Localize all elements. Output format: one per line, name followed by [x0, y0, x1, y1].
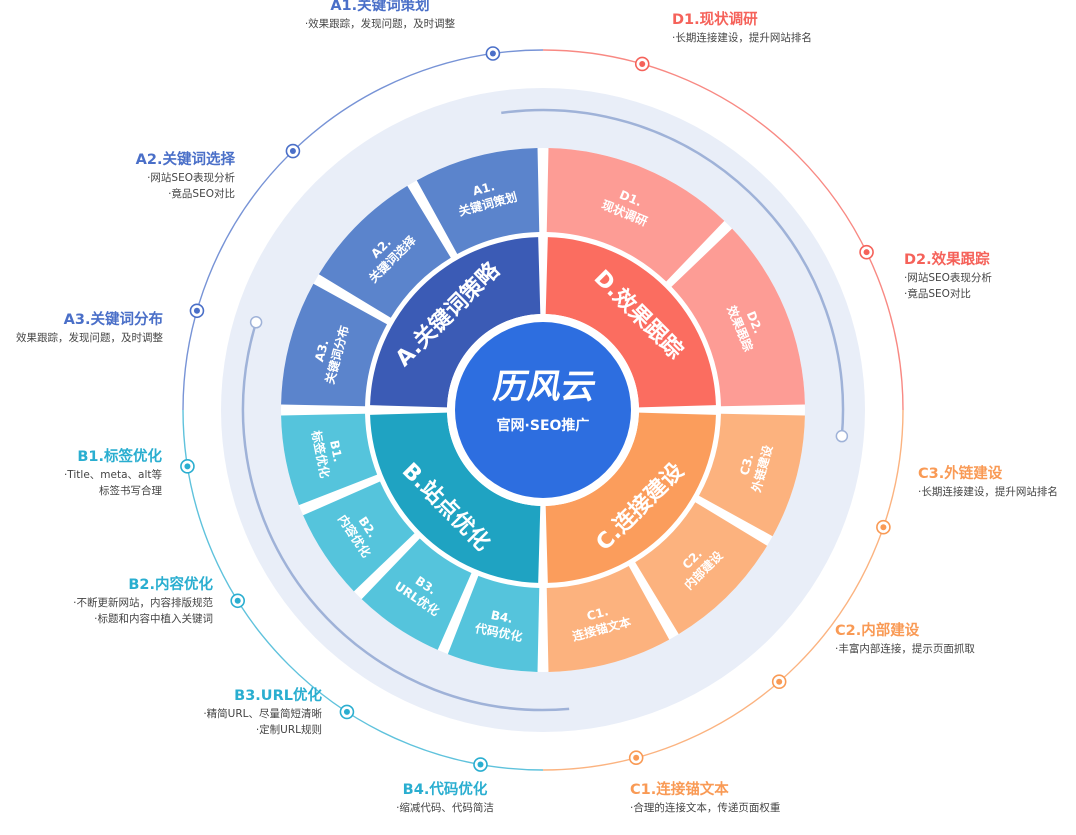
segment-B3	[361, 538, 472, 650]
segment-A3-line1: A3.	[312, 338, 331, 363]
inner-arc-marker	[835, 429, 849, 443]
marker-dot-B4	[477, 761, 484, 768]
label-A2-line1: ·网站SEO表现分析	[147, 172, 235, 184]
label-B2-line2: ·标题和内容中植入关键词	[94, 613, 213, 625]
label-B2-line1: ·不断更新网站，内容排版规范	[73, 597, 213, 609]
label-D1-line1: ·长期连接建设，提升网站排名	[672, 32, 812, 44]
center-subtitle: 官网·SEO推广	[497, 417, 590, 434]
label-B2-title: B2.内容优化	[128, 577, 213, 593]
marker-dot-D1	[639, 60, 646, 67]
segment-B4-line1: B4.	[490, 608, 514, 626]
label-C3-line1: ·长期连接建设，提升网站排名	[918, 486, 1058, 498]
marker-dot-C2	[776, 678, 783, 685]
quadrant-C	[545, 412, 716, 583]
label-C3: C3.外链建设 ·长期连接建设，提升网站排名	[918, 464, 1074, 500]
label-C3-title: C3.外链建设	[918, 466, 1003, 482]
label-D2: D2.效果跟踪 ·网站SEO表现分析 ·竟品SEO对比	[904, 250, 1064, 302]
label-A3-title: A3.关键词分布	[63, 312, 163, 328]
segment-D2	[671, 228, 805, 407]
marker-dot-C3	[880, 524, 887, 531]
quadrant-D	[545, 237, 716, 408]
label-D1: D1.现状调研 ·长期连接建设，提升网站排名	[672, 10, 872, 46]
marker-dot-C1	[633, 754, 640, 761]
segment-D1	[546, 148, 725, 282]
label-D2-line1: ·网站SEO表现分析	[904, 272, 992, 284]
segment-B1-line1: B1.	[327, 439, 345, 463]
segment-C2	[635, 502, 768, 635]
label-A3: A3.关键词分布 效果跟踪，发现问题，及时调整	[0, 310, 163, 346]
outer-orbit-arcs	[182, 49, 904, 771]
marker-dot-B3	[343, 708, 350, 715]
marker-dot-A1	[489, 50, 496, 57]
center-disc	[455, 322, 631, 498]
inner-orbit-arcs	[241, 108, 849, 712]
label-B3-title: B3.URL优化	[234, 688, 322, 704]
quadrant-B	[370, 412, 541, 583]
segment-B1	[281, 413, 378, 506]
label-B3: B3.URL优化 ·精简URL、尽量简短清晰 ·定制URL规则	[120, 686, 322, 738]
segment-A2	[318, 185, 451, 318]
marker-dot-A3	[193, 307, 200, 314]
label-B3-line1: ·精简URL、尽量简短清晰	[203, 708, 322, 720]
marker-dot-B2	[234, 597, 241, 604]
outer-arc	[542, 49, 904, 411]
marker-dot-B1	[184, 463, 191, 470]
label-B1-line1: ·Title、meta、alt等	[63, 469, 162, 481]
label-B2: B2.内容优化 ·不断更新网站，内容排版规范 ·标题和内容中植入关键词	[10, 575, 213, 627]
label-A1-line1: ·效果跟踪，发现问题，及时调整	[304, 18, 456, 30]
label-C1: C1.连接锚文本 ·合理的连接文本，传递页面权重	[630, 780, 860, 816]
segment-C3-line1: C3.	[737, 452, 756, 477]
label-A2: A2.关键词选择 ·网站SEO表现分析 ·竟品SEO对比	[60, 150, 235, 202]
inner-arc-right	[501, 108, 845, 437]
label-D2-line2: ·竟品SEO对比	[904, 288, 971, 300]
label-C1-title: C1.连接锚文本	[630, 782, 729, 798]
inner-arc-marker	[249, 316, 263, 329]
segment-ring: A1.关键词策划A2.关键词选择A3.关键词分布D1.现状调研D2.效果跟踪C3…	[281, 148, 805, 672]
orbit-markers	[180, 46, 891, 772]
label-A2-title: A2.关键词选择	[135, 152, 235, 168]
marker-dot-A2	[289, 148, 296, 155]
label-B3-line2: ·定制URL规则	[255, 724, 322, 736]
quadrant-A	[370, 237, 541, 408]
segment-C1	[546, 565, 670, 672]
segment-B2	[303, 481, 415, 592]
label-A1: A1.关键词策划 ·效果跟踪，发现问题，及时调整	[280, 0, 480, 32]
label-D2-title: D2.效果跟踪	[904, 252, 990, 268]
segment-B4	[447, 575, 540, 672]
label-C1-line1: ·合理的连接文本，传递页面权重	[630, 802, 781, 814]
label-B1-title: B1.标签优化	[77, 449, 162, 465]
label-C2: C2.内部建设 ·丰富内部连接，提示页面抓取	[835, 621, 1055, 657]
label-A3-line1: 效果跟踪，发现问题，及时调整	[16, 332, 163, 344]
label-B1: B1.标签优化 ·Title、meta、alt等 标签书写合理	[0, 447, 162, 499]
label-C2-line1: ·丰富内部连接，提示页面抓取	[835, 643, 975, 655]
inner-arc-left	[241, 321, 570, 712]
outer-arc	[182, 409, 544, 771]
segment-A1-line1: A1.	[471, 179, 496, 198]
label-A2-line2: ·竟品SEO对比	[168, 188, 235, 200]
label-B4-line1: ·缩减代码、代码简洁	[396, 802, 494, 814]
segment-C3	[698, 413, 805, 537]
outer-arc	[542, 409, 904, 771]
label-B1-line2: 标签书写合理	[99, 485, 162, 497]
label-C2-title: C2.内部建设	[835, 623, 920, 639]
label-D1-title: D1.现状调研	[672, 12, 758, 28]
label-B4-title: B4.代码优化	[402, 782, 488, 798]
segment-C1-line1: C1.	[585, 604, 610, 623]
center-title: 历风云	[490, 367, 599, 407]
label-B4: B4.代码优化 ·缩减代码、代码简洁	[350, 780, 540, 816]
marker-dot-D2	[863, 249, 870, 256]
label-A1-title: A1.关键词策划	[330, 0, 430, 14]
segment-A1	[416, 148, 540, 255]
segment-A3	[281, 283, 388, 407]
